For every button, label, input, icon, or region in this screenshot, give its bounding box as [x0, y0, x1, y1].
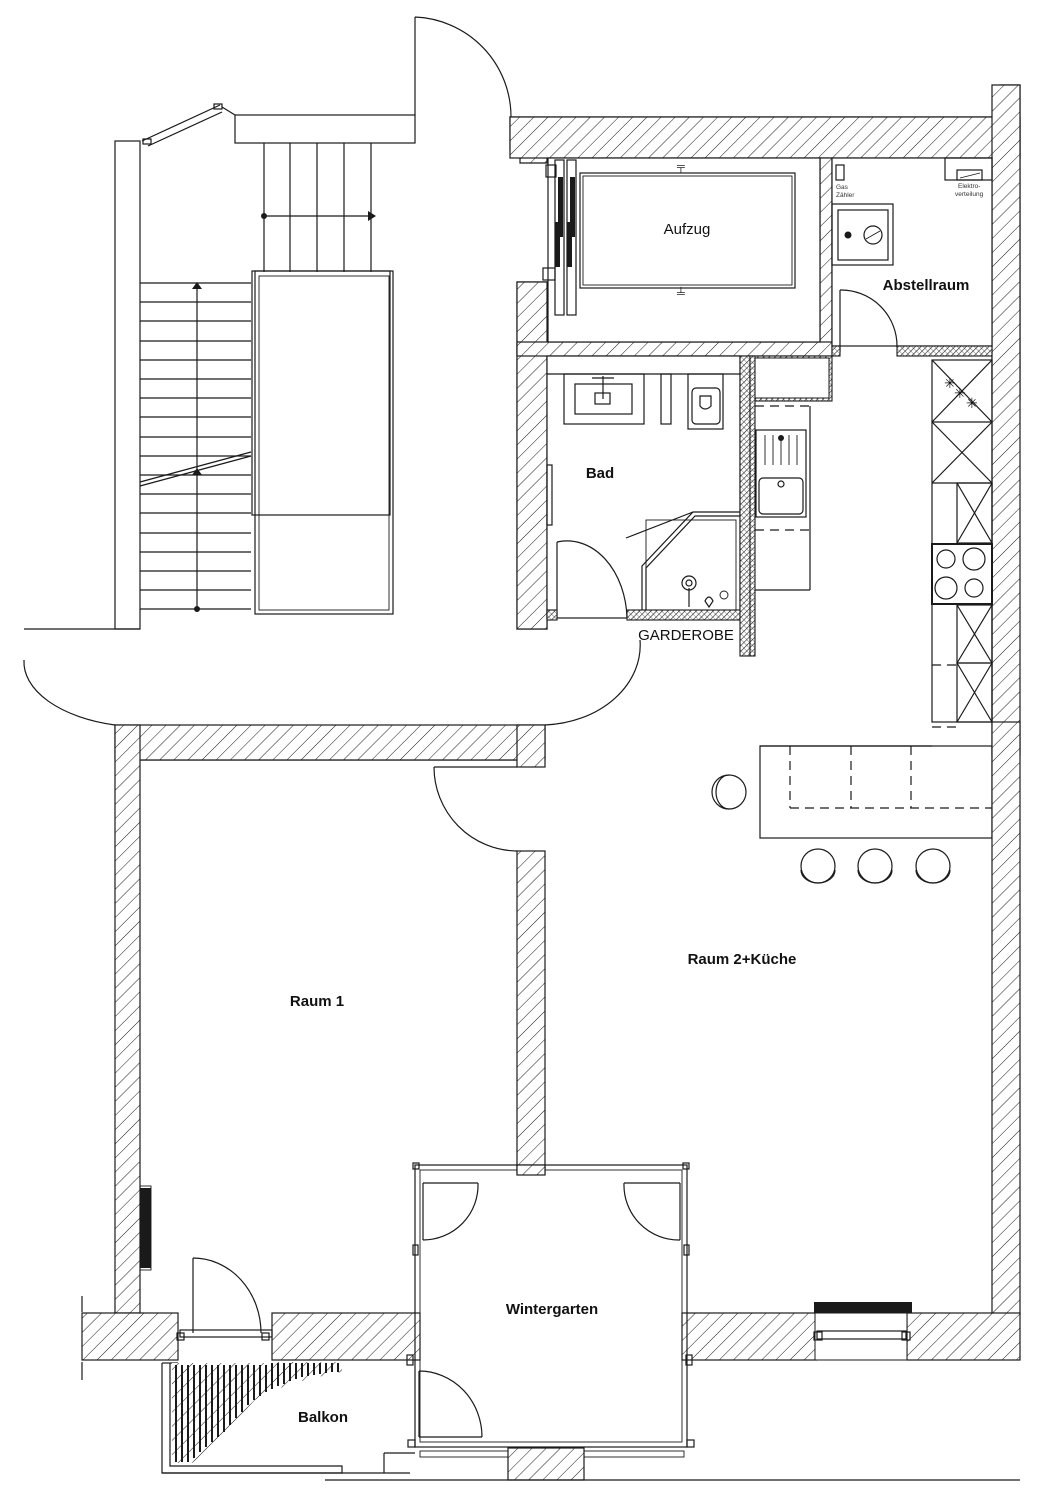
bottom-wall-left — [81, 1312, 179, 1361]
light-icon: ✳ — [954, 385, 966, 401]
cooktop — [931, 543, 993, 605]
svg-text:Gas: Gas — [836, 184, 849, 191]
light-icon: ✳ — [944, 375, 956, 391]
svg-text:╧: ╧ — [676, 286, 685, 300]
elevator: ╤ ╧ Aufzug — [542, 157, 821, 343]
room-label-bad: Bad — [586, 465, 614, 482]
room-label-raum1: Raum 1 — [290, 993, 344, 1010]
light-icon: ✳ — [966, 395, 978, 411]
entrance-door-top — [414, 16, 512, 118]
bar-stools — [711, 774, 951, 884]
gas-boiler — [831, 203, 894, 266]
right-wall — [991, 721, 1021, 1315]
partition-wall — [516, 850, 546, 1174]
svg-text:╤: ╤ — [676, 161, 685, 174]
svg-text:Zähler: Zähler — [836, 192, 855, 199]
room-label-garderobe: GARDEROBE — [638, 627, 734, 644]
room-label-raum2: Raum 2+Küche — [688, 951, 797, 968]
storage-room: Gas Zähler Elektro- verteilung Abstellra… — [831, 157, 993, 357]
stair-window — [141, 103, 236, 147]
washbasin — [563, 373, 645, 425]
balcony-grating — [172, 1362, 342, 1463]
balcony: Balkon — [161, 1362, 410, 1474]
window-bottom-right — [813, 1302, 912, 1361]
balcony-door — [176, 1257, 273, 1341]
room-label-balkon: Balkon — [298, 1409, 348, 1426]
elevator-doors — [542, 159, 577, 316]
svg-text:Elektro-: Elektro- — [958, 183, 980, 190]
left-wall — [114, 724, 141, 1314]
bathroom: Bad GARDEROBE — [546, 355, 751, 657]
hall-doors — [23, 639, 641, 726]
room-label-aufzug: Aufzug — [664, 221, 711, 238]
room-label-wintergarten: Wintergarten — [506, 1301, 598, 1318]
radiator-left — [139, 1185, 152, 1271]
wintergarten: Wintergarten — [325, 1162, 1020, 1481]
kitchen-cabinets: ✳ ✳ ✳ — [931, 359, 993, 728]
lower-flight — [139, 282, 252, 612]
upper-flight — [261, 143, 376, 272]
toilet — [687, 373, 724, 430]
room-label-abstellraum: Abstellraum — [883, 277, 970, 294]
kitchen-island — [759, 745, 993, 839]
staircase — [24, 103, 416, 630]
kitchen-sink-counter — [749, 355, 833, 657]
svg-text:verteilung: verteilung — [955, 191, 984, 198]
